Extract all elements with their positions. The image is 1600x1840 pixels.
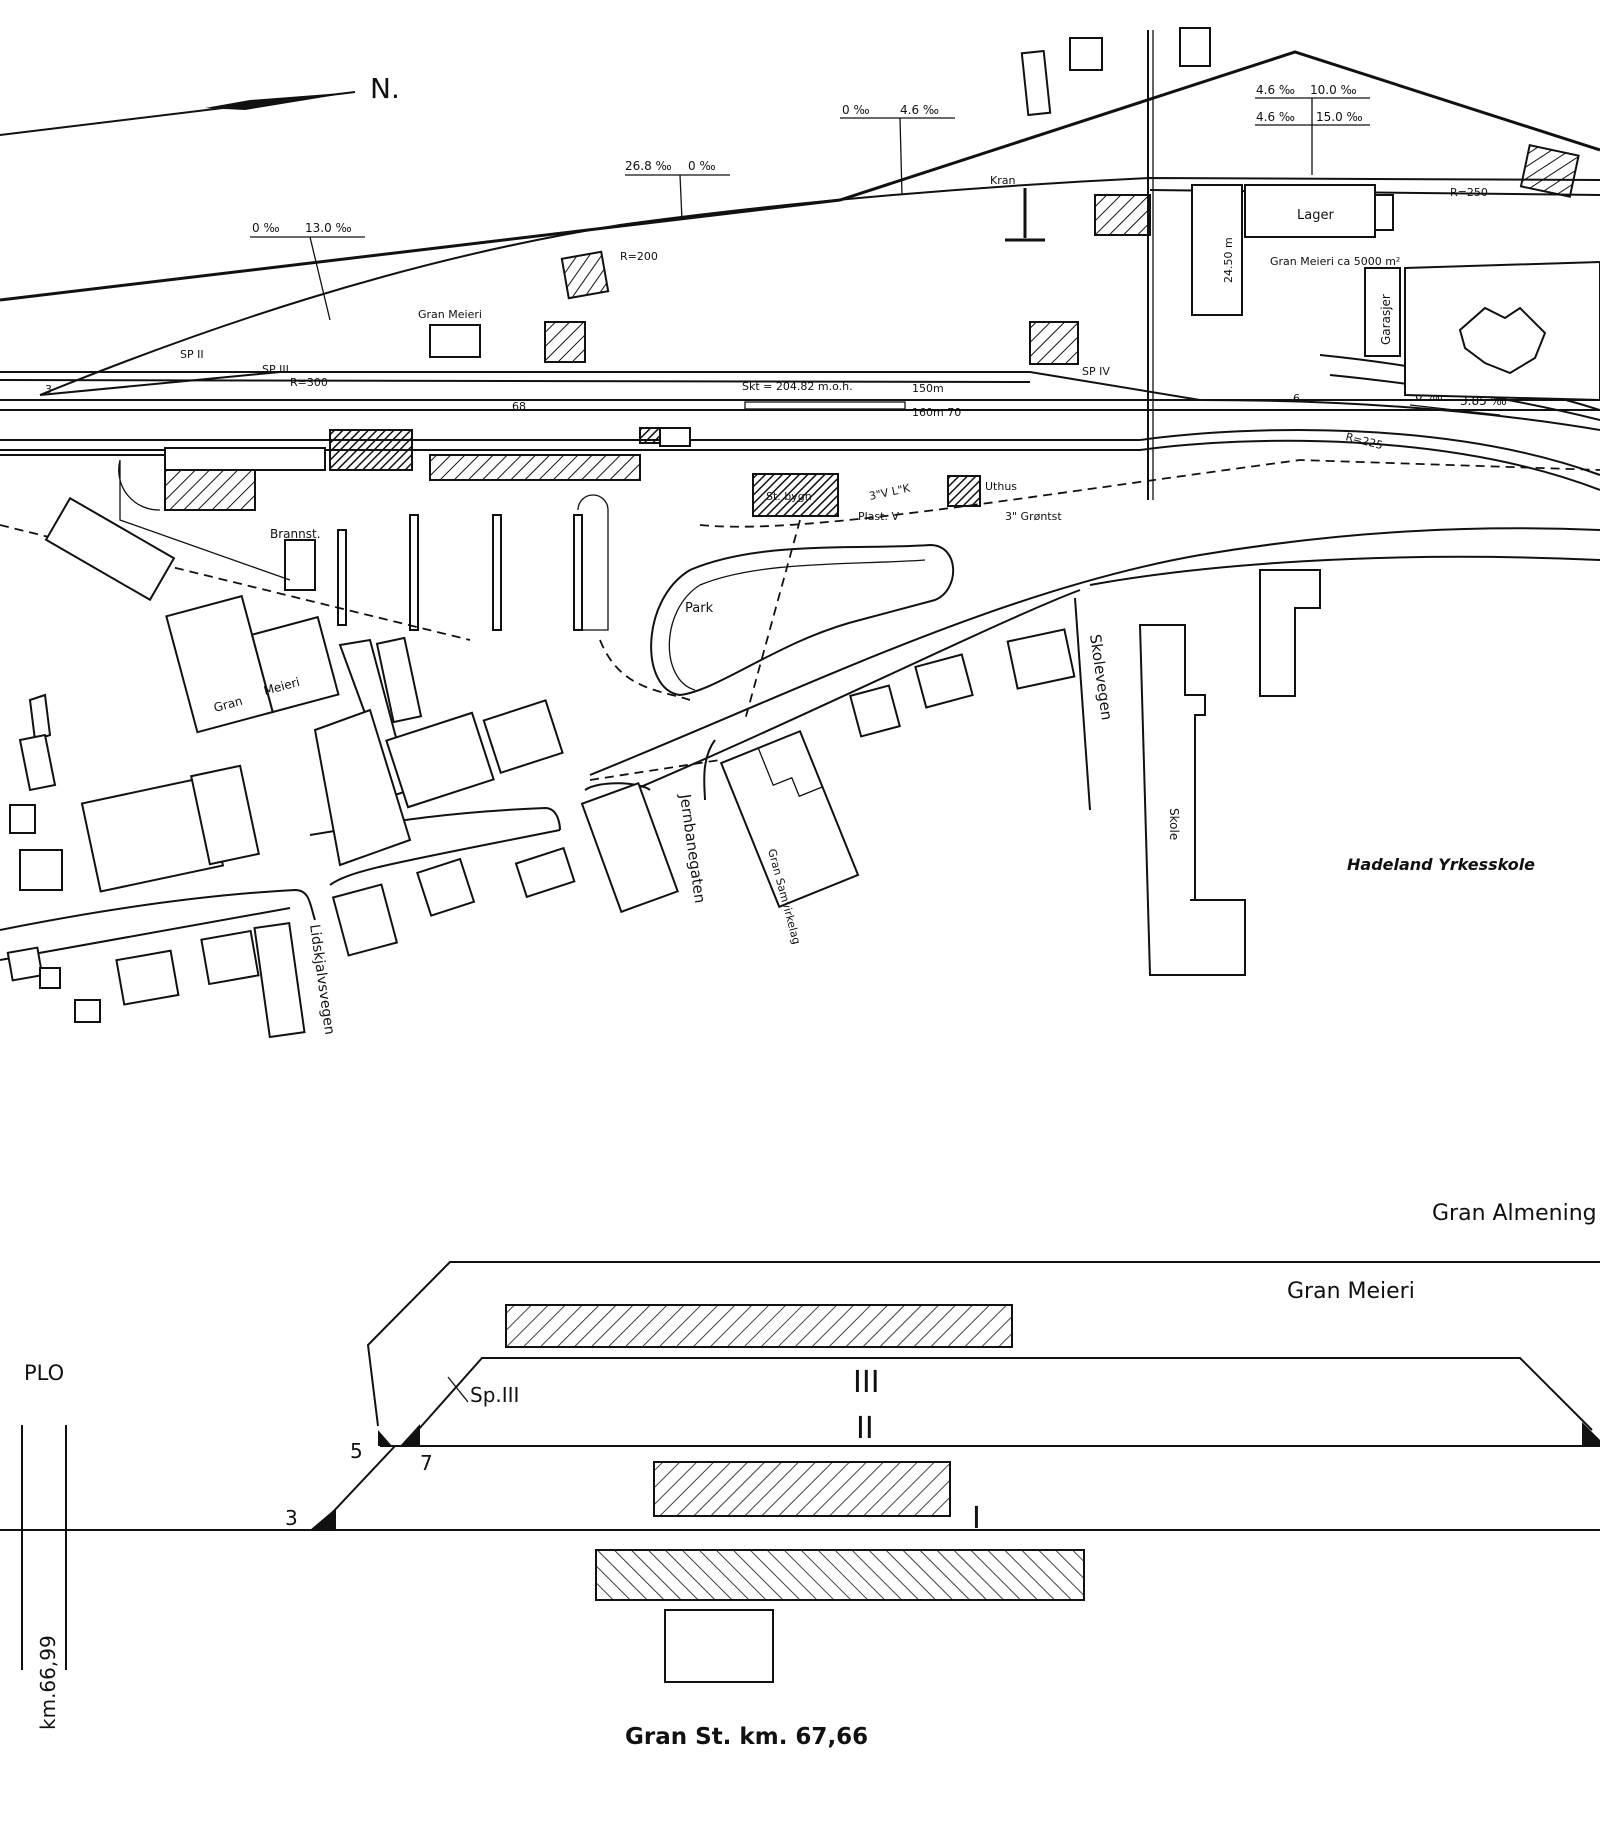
- loading-ramps: [544, 144, 1580, 365]
- track-3-label: III: [853, 1365, 880, 1400]
- road-lidskjalvsvegen: Lidskjalvsvegen: [306, 923, 337, 1035]
- switch-7-icon: [400, 1424, 420, 1446]
- svg-text:St. bygn: St. bygn: [766, 490, 812, 503]
- svg-text:Gran Meieri: Gran Meieri: [418, 308, 482, 321]
- svg-text:0 ‰: 0 ‰: [688, 159, 716, 173]
- track-1-label: I: [972, 1501, 981, 1536]
- station-label: Gran St. km. 67,66: [625, 1724, 868, 1750]
- dairy-siding: [39, 176, 1600, 396]
- dairy-main-building: [1404, 260, 1600, 402]
- svg-text:Skole: Skole: [1167, 808, 1181, 840]
- switch-7-label: 7: [420, 1451, 433, 1475]
- station-area: St. bygn Uthus Brannst. 3" Grøntst Plast…: [0, 427, 1062, 631]
- garasjer-building: [1364, 267, 1401, 357]
- lager-building: [1244, 184, 1376, 238]
- svg-text:Garasjer: Garasjer: [1379, 294, 1393, 345]
- svg-text:SP IV: SP IV: [1082, 365, 1110, 378]
- park-loop: [650, 543, 955, 697]
- lower-buildings: Gran Meieri Gran Samvirkelag Skole: [6, 496, 1321, 1039]
- station-site-plan: N. 0 ‰ 13.0 ‰ 26.8 ‰ 0 ‰ 0 ‰ 4.6 ‰ 4.6 ‰ 10.…: [0, 27, 1600, 1039]
- svg-text:6: 6: [1293, 392, 1300, 405]
- svg-text:R=250: R=250: [1450, 186, 1488, 199]
- svg-text:SP II: SP II: [180, 348, 204, 361]
- switch-5-label: 5: [350, 1439, 363, 1463]
- platform-main: [595, 1549, 1085, 1601]
- road-skolevegen: Skolevegen: [1086, 633, 1116, 721]
- svg-text:Lager: Lager: [1297, 208, 1334, 223]
- svg-text:SP III: SP III: [262, 363, 289, 376]
- svg-text:0 ‰: 0 ‰: [252, 221, 280, 235]
- svg-text:3"V L"K: 3"V L"K: [868, 481, 912, 503]
- meieri-wing: [1191, 184, 1243, 316]
- plo-label: PLO: [24, 1361, 64, 1385]
- svg-text:R=200: R=200: [620, 250, 658, 263]
- svg-text:Uthus: Uthus: [985, 480, 1017, 493]
- brannstasjon-building: [284, 539, 316, 591]
- svg-text:4.6 ‰: 4.6 ‰: [1256, 83, 1295, 97]
- platform-middle: [653, 1461, 951, 1517]
- svg-text:3" Grøntst: 3" Grøntst: [1005, 510, 1062, 523]
- label-gran-meieri: Gran Meieri: [1287, 1279, 1415, 1304]
- gradient-markers: 0 ‰ 13.0 ‰ 26.8 ‰ 0 ‰ 0 ‰ 4.6 ‰ 4.6 ‰ 10.0 ‰…: [250, 83, 1507, 416]
- svg-text:13.0 ‰: 13.0 ‰: [305, 221, 352, 235]
- svg-text:Plast. V: Plast. V: [858, 510, 899, 523]
- road-jernbanegaten: Jernbanegaten: [676, 792, 709, 904]
- svg-text:Gran Meieri ca 5000 m²: Gran Meieri ca 5000 m²: [1270, 255, 1400, 268]
- svg-text:160m 70: 160m 70: [912, 406, 961, 419]
- sp3-label: Sp.III: [470, 1383, 519, 1407]
- upper-buildings: Gran Meieri 24.50 m Lager Gran Meieri ca…: [418, 27, 1600, 402]
- svg-text:15.0 ‰: 15.0 ‰: [1316, 110, 1363, 124]
- svg-text:Brannst.: Brannst.: [270, 527, 321, 541]
- track-2-label: II: [856, 1411, 874, 1446]
- svg-text:68: 68: [512, 400, 526, 413]
- north-arrow-icon: N.: [0, 72, 400, 136]
- svg-text:10.0 ‰: 10.0 ‰: [1310, 83, 1357, 97]
- switch-5-icon: [378, 1430, 392, 1446]
- uthus-building: [947, 475, 981, 507]
- platform-meieri: [505, 1304, 1013, 1348]
- hadeland-yrkesskole-label: Hadeland Yrkesskole: [1347, 855, 1535, 874]
- track-labels: R=200 R=300 R=250 R=225 SP II SP III SP …: [45, 174, 1488, 452]
- meieri-siding: [366, 1261, 1600, 1427]
- station-building: [752, 473, 839, 517]
- svg-text:3: 3: [45, 383, 52, 396]
- property-boundary: [0, 50, 1600, 302]
- svg-text:R=300: R=300: [290, 376, 328, 389]
- svg-text:4.6 ‰: 4.6 ‰: [1256, 110, 1295, 124]
- crane-icon: [1005, 188, 1045, 242]
- km-label-left: km.66,99: [36, 1635, 60, 1730]
- svg-text:26.8 ‰: 26.8 ‰: [625, 159, 672, 173]
- north-label: N.: [370, 72, 400, 105]
- track-3: [417, 1357, 1593, 1431]
- station-building-schematic: [664, 1609, 774, 1683]
- svg-text:Kran: Kran: [990, 174, 1015, 187]
- platform-hatching: [164, 454, 641, 511]
- park-label: Park: [685, 601, 714, 616]
- gran-meieri-small-building: [429, 324, 481, 358]
- label-gran-almening: Gran Almening: [1432, 1201, 1597, 1226]
- switch-3-label: 3: [285, 1506, 298, 1530]
- switch-3-icon: [310, 1508, 336, 1530]
- track-schematic: Gran Almening Gran Meieri III II I Sp.II…: [0, 1201, 1600, 1750]
- switch-end-icon: [1582, 1422, 1600, 1446]
- platform-strip: [744, 401, 906, 410]
- svg-text:0 ‰: 0 ‰: [842, 103, 870, 117]
- station-shed-hatched: [329, 429, 413, 471]
- parking-lot: [337, 494, 609, 631]
- svg-text:24.50 m: 24.50 m: [1222, 237, 1235, 283]
- sp3-marker: [447, 1376, 469, 1403]
- svg-text:150m: 150m: [912, 382, 944, 395]
- svg-text:4.6 ‰: 4.6 ‰: [900, 103, 939, 117]
- svg-text:Skt = 204.82 m.o.h.: Skt = 204.82 m.o.h.: [742, 380, 853, 393]
- svg-text:R=225: R=225: [1344, 430, 1384, 452]
